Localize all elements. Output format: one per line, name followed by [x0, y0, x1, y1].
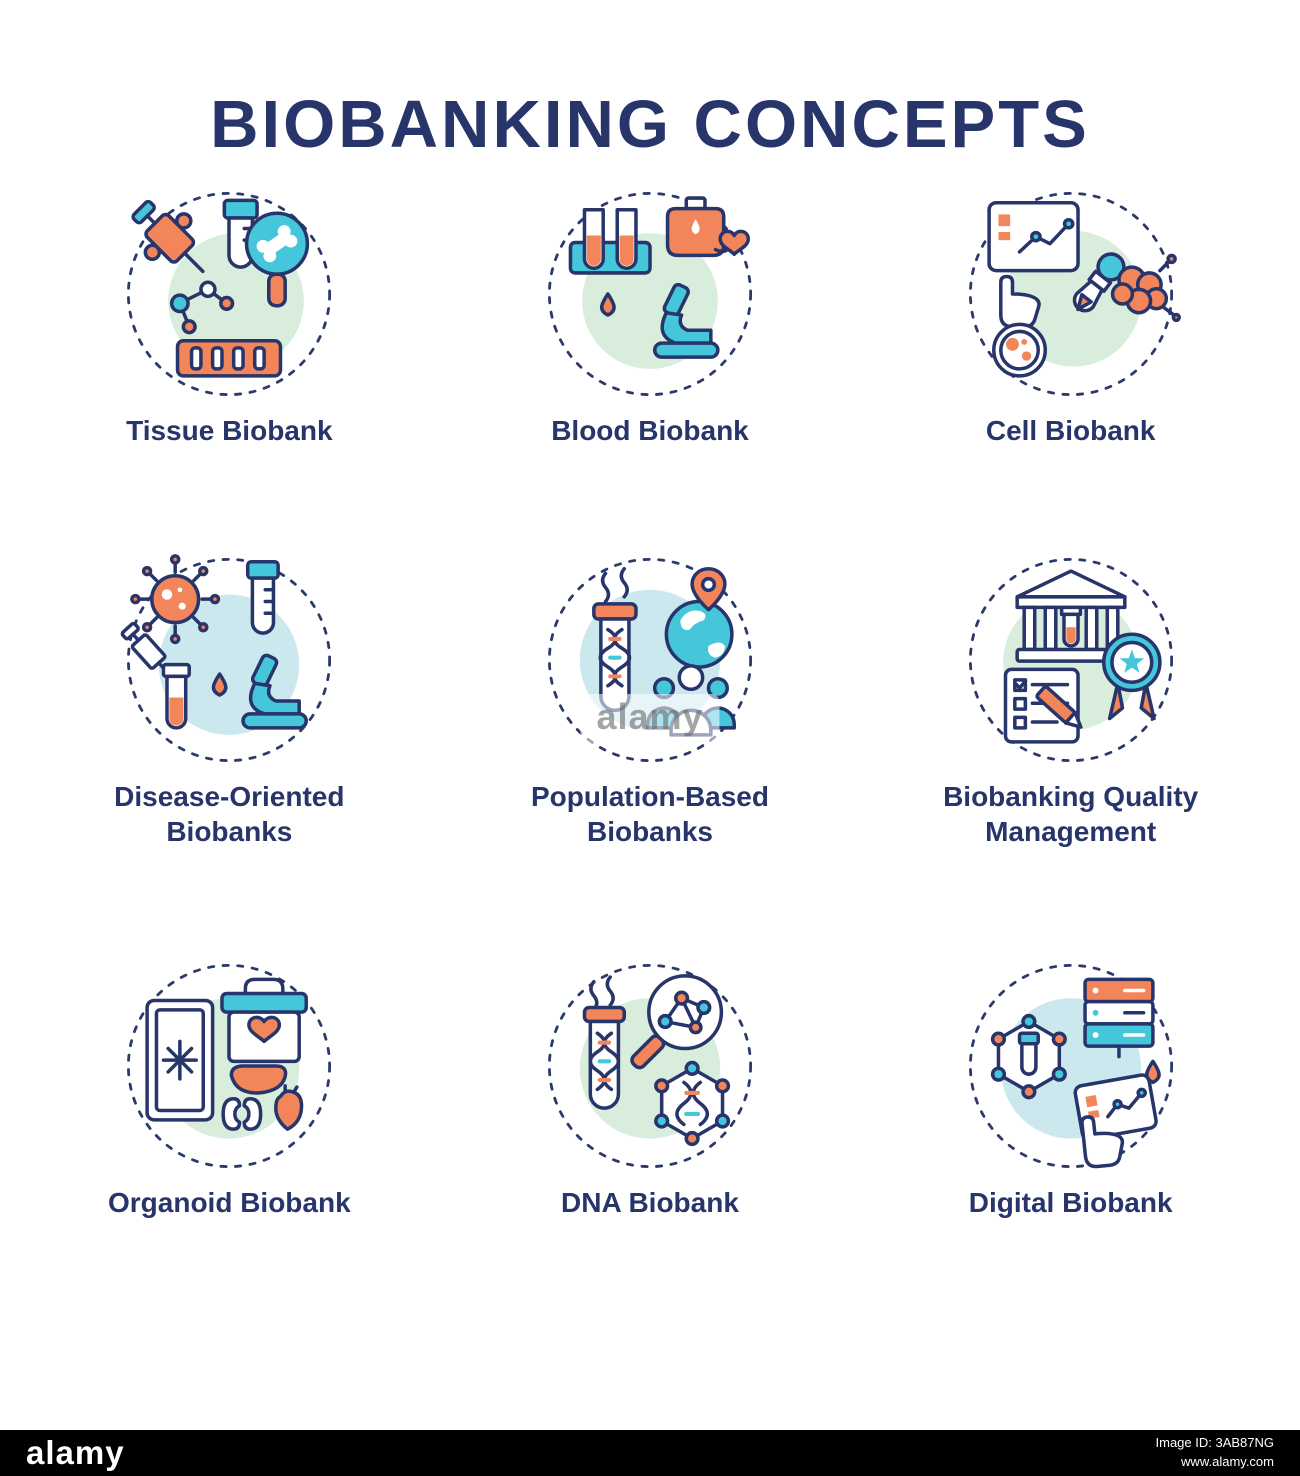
syringe-icon	[131, 199, 205, 274]
concept-label: Biobanking Quality Management	[943, 781, 1199, 847]
concept-label: DNA Biobank	[561, 1187, 739, 1218]
concept-card-organoid-biobank: Organoid Biobank	[108, 949, 351, 1315]
page-title: BIOBANKING CONCEPTS	[210, 87, 1090, 162]
blood-biobank-icon	[547, 191, 753, 397]
watermark-bar: alamy Image ID: 3AB87NG www.alamy.com	[0, 1430, 1300, 1476]
heart-icon	[247, 1015, 282, 1044]
concept-label: Tissue Biobank	[126, 415, 333, 446]
molecule-icon	[170, 280, 235, 335]
cell-biobank-icon	[968, 191, 1181, 397]
checklist-document-icon	[1003, 667, 1083, 744]
globe-icon	[664, 599, 734, 669]
concept-label: Disease-Oriented Biobanks	[114, 781, 345, 847]
disease-oriented-biobanks-icon	[120, 554, 332, 763]
concept-label: Digital Biobank	[968, 1187, 1173, 1218]
concept-card-biobanking-quality-management: Biobanking Quality Management	[906, 543, 1236, 949]
award-badge-icon	[1101, 632, 1162, 721]
steam-icon	[600, 566, 629, 604]
molecule-network-icon	[990, 1013, 1067, 1100]
blood-bag-icon	[665, 196, 732, 258]
concept-card-cell-biobank: Cell Biobank	[954, 177, 1188, 543]
dna-tube-icon	[582, 1005, 626, 1110]
microscope-icon	[241, 653, 309, 730]
bone-icon	[256, 225, 298, 263]
concept-card-population-based-biobanks: Population-Based Biobanks	[485, 543, 815, 949]
freezer-icon	[145, 998, 215, 1122]
tissue-sample-tray-icon	[176, 339, 283, 378]
concept-card-blood-biobank: Blood Biobank	[533, 177, 767, 543]
snowflake-icon	[162, 1039, 199, 1081]
liver-icon	[229, 1064, 288, 1095]
server-icon	[1082, 977, 1155, 1059]
pencil-icon	[1035, 685, 1083, 729]
biobanking-quality-management-icon	[968, 557, 1173, 763]
cell-cluster-icon	[1110, 253, 1181, 323]
molecule-magnifier-icon	[630, 974, 724, 1070]
concept-card-digital-biobank: Digital Biobank	[954, 949, 1188, 1315]
organoid-biobank-icon	[127, 963, 332, 1169]
concept-card-disease-oriented-biobanks: Disease-Oriented Biobanks	[64, 543, 394, 949]
location-pin-icon	[690, 566, 727, 612]
concept-grid: Tissue Biobank	[19, 177, 1281, 1315]
concept-label: Cell Biobank	[985, 415, 1156, 446]
star-icon	[1119, 649, 1144, 673]
microscope-icon	[652, 282, 720, 359]
blood-drop-icon	[1144, 1059, 1161, 1085]
concept-label: Blood Biobank	[551, 415, 749, 446]
syringe-icon	[120, 621, 175, 681]
tissue-biobank-icon	[127, 191, 332, 397]
virus-icon	[130, 554, 221, 645]
image-id: Image ID: 3AB87NG	[1155, 1435, 1275, 1451]
dna-hexagon-icon	[654, 1060, 731, 1147]
dna-tube-icon	[592, 602, 638, 712]
concept-label: Population-Based Biobanks	[530, 781, 769, 847]
digital-biobank-icon	[968, 963, 1173, 1169]
concept-card-dna-biobank: DNA Biobank	[533, 949, 767, 1315]
test-tube-rack-icon	[568, 208, 652, 275]
medical-cooler-icon	[220, 977, 309, 1064]
bone-magnifier-icon	[245, 211, 310, 308]
test-tube-icon	[1017, 1031, 1040, 1076]
blood-drop-icon	[212, 672, 228, 697]
sample-vial-icon	[162, 662, 192, 730]
dna-biobank-icon	[547, 963, 753, 1169]
blood-drop-icon	[599, 292, 616, 317]
steam-icon	[589, 975, 615, 1012]
alamy-logo: alamy	[26, 1434, 125, 1471]
test-tube-icon	[1059, 605, 1082, 648]
population-based-biobanks-icon	[547, 557, 753, 763]
pointing-hand-icon	[1079, 1115, 1124, 1169]
alamy-url: www.alamy.com	[1181, 1454, 1274, 1469]
concept-card-tissue-biobank: Tissue Biobank	[112, 177, 346, 543]
kidneys-icon	[221, 1097, 263, 1131]
heart-organ-icon	[274, 1084, 304, 1131]
bank-building-icon	[1015, 569, 1127, 663]
petri-dish-icon	[991, 322, 1047, 378]
image-meta: Image ID: 3AB87NG www.alamy.com	[1156, 1434, 1275, 1472]
concept-label: Organoid Biobank	[107, 1187, 351, 1218]
dropper-icon	[1072, 252, 1126, 313]
graduated-tube-icon	[246, 559, 281, 635]
heart-icon	[718, 229, 751, 256]
data-chart-icon	[987, 200, 1080, 273]
